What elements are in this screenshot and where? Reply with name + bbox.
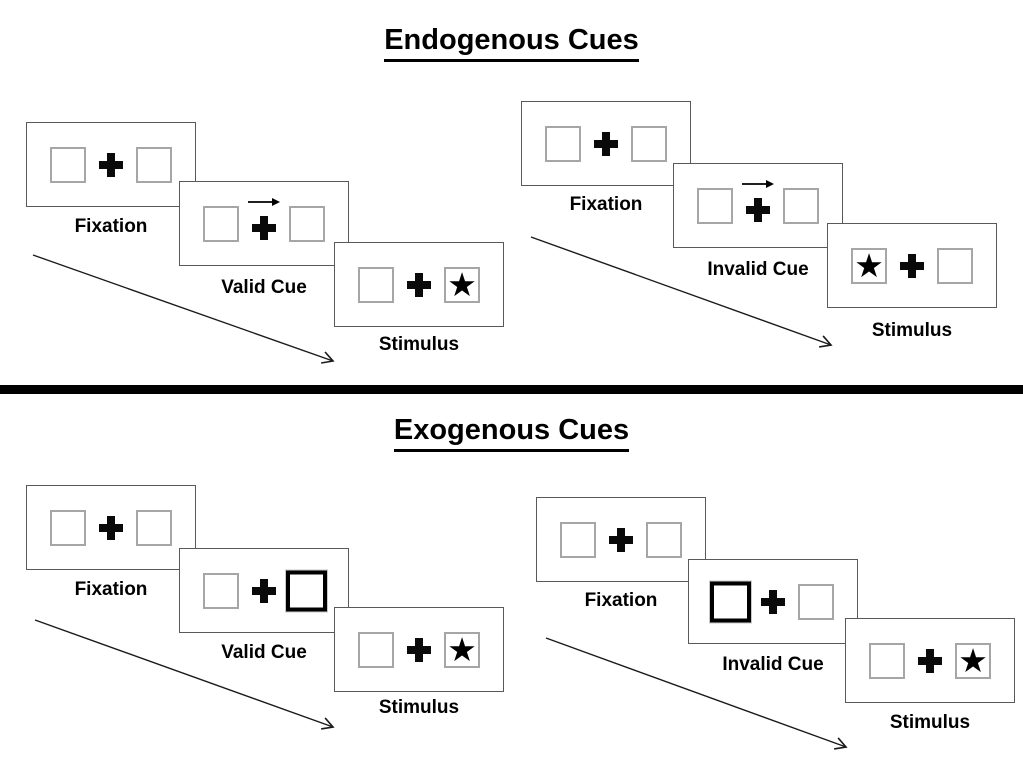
highlighted-box-left	[710, 581, 751, 622]
panel-stimulus: ★	[334, 607, 504, 692]
panel-label: Stimulus	[889, 712, 971, 733]
panel-label: Fixation	[569, 194, 643, 215]
fixation-cross-icon	[609, 527, 633, 552]
fixation-cross-icon	[252, 578, 276, 603]
panel-valid-cue	[179, 548, 349, 633]
left-box	[358, 631, 394, 668]
fixation-cross-icon	[918, 648, 942, 673]
star-icon: ★	[447, 265, 477, 304]
timeline-arrow-endogenous-valid	[32, 254, 335, 364]
highlighted-box-right	[286, 570, 327, 611]
star-icon: ★	[447, 630, 477, 669]
panel-fixation	[26, 485, 196, 570]
fixation-cross-icon	[900, 253, 924, 278]
fixation-cross-icon	[746, 197, 770, 222]
panel-label: Stimulus	[378, 334, 460, 355]
right-box-with-star: ★	[955, 641, 991, 680]
fixation-cross-icon	[99, 515, 123, 540]
panel-label: Fixation	[584, 590, 658, 611]
panel-label: Fixation	[74, 579, 148, 600]
panel-label: Valid Cue	[221, 642, 307, 663]
panel-label: Stimulus	[871, 320, 953, 341]
left-box	[869, 642, 905, 679]
fixation-cross-icon	[761, 589, 785, 614]
left-box-with-star: ★	[851, 246, 887, 285]
panel-fixation	[521, 101, 691, 186]
cue-arrow-right-icon	[741, 177, 775, 189]
right-box	[937, 247, 973, 284]
star-icon: ★	[854, 246, 884, 285]
fixation-cross-icon	[252, 215, 276, 240]
fixation-cross-icon	[99, 152, 123, 177]
left-box	[203, 572, 239, 609]
cue-arrow-right-icon	[247, 195, 281, 207]
right-box	[646, 521, 682, 558]
section-divider	[0, 385, 1023, 394]
panel-stimulus: ★	[334, 242, 504, 327]
panel-label: Invalid Cue	[722, 654, 824, 675]
panel-invalid-cue	[688, 559, 858, 644]
star-icon: ★	[958, 641, 988, 680]
panel-stimulus: ★	[827, 223, 997, 308]
left-box	[203, 205, 239, 242]
section-title-exogenous: Exogenous Cues	[0, 414, 1023, 452]
panel-label: Valid Cue	[221, 277, 307, 298]
right-box-with-star: ★	[444, 630, 480, 669]
panel-invalid-cue	[673, 163, 843, 248]
right-box-with-star: ★	[444, 265, 480, 304]
left-box	[697, 187, 733, 224]
right-box	[798, 583, 834, 620]
right-box	[631, 125, 667, 162]
panel-label: Invalid Cue	[707, 259, 809, 280]
timeline-arrow-endogenous-invalid	[530, 236, 833, 348]
fixation-cross-icon	[594, 131, 618, 156]
section-title-endogenous: Endogenous Cues	[0, 24, 1023, 62]
left-box	[358, 266, 394, 303]
panel-fixation	[536, 497, 706, 582]
panel-label: Stimulus	[378, 697, 460, 718]
panel-valid-cue	[179, 181, 349, 266]
panel-fixation	[26, 122, 196, 207]
left-box	[560, 521, 596, 558]
right-box	[136, 509, 172, 546]
timeline-arrow-exogenous-valid	[34, 619, 335, 730]
left-box	[50, 146, 86, 183]
right-box	[136, 146, 172, 183]
fixation-cross-icon	[407, 637, 431, 662]
fixation-cross-icon	[407, 272, 431, 297]
panel-stimulus: ★	[845, 618, 1015, 703]
right-box	[289, 205, 325, 242]
right-box	[783, 187, 819, 224]
left-box	[50, 509, 86, 546]
left-box	[545, 125, 581, 162]
panel-label: Fixation	[74, 216, 148, 237]
